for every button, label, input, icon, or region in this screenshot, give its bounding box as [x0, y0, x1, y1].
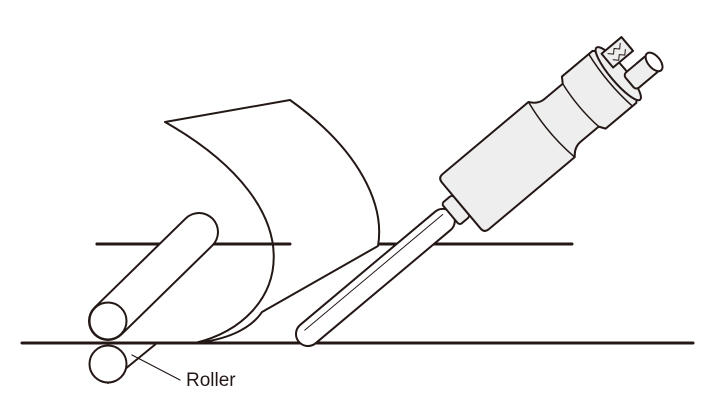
paper-sheet [164, 99, 381, 344]
probe [295, 36, 664, 347]
lower-roller [88, 342, 158, 384]
roller-label: Roller [186, 370, 236, 391]
roller-leader-line [131, 354, 181, 381]
connector-icon [600, 36, 635, 69]
upper-roller [88, 212, 219, 341]
